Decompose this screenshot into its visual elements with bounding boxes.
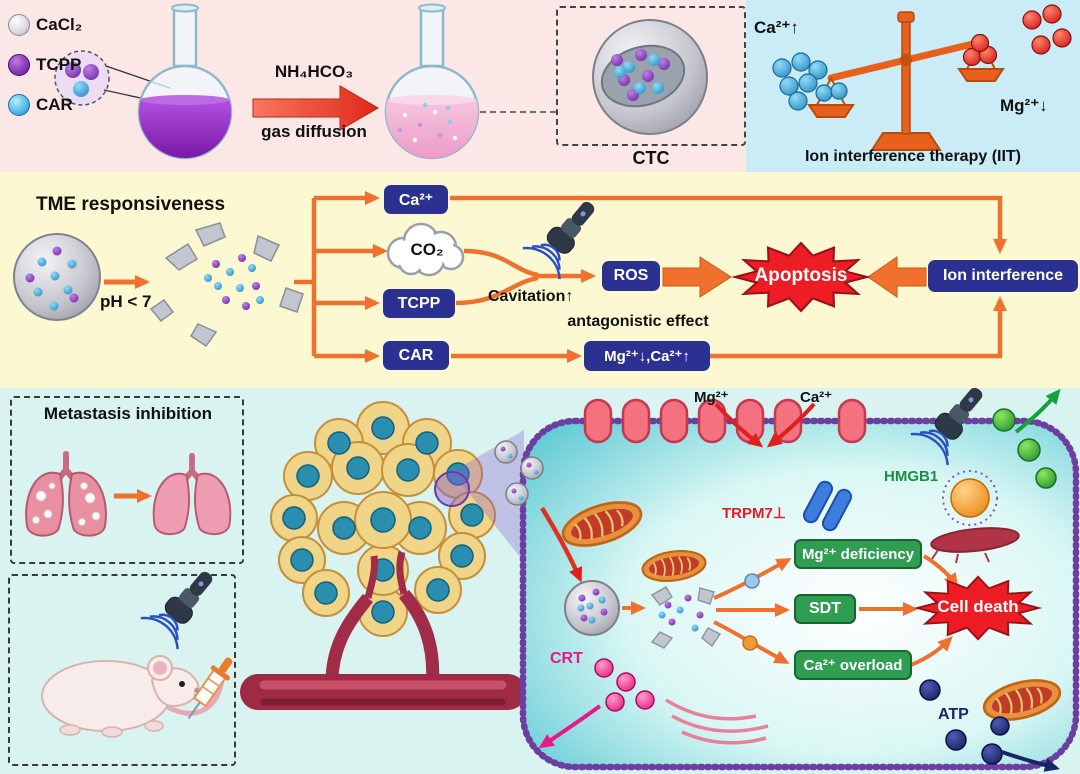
cell-death-label: Cell death	[937, 597, 1019, 616]
atp-label: ATP	[938, 706, 969, 723]
cavitation-label: Cavitation↑	[488, 288, 574, 305]
metastasis-title: Metastasis inhibition	[43, 404, 213, 423]
ion-interference-badge: Ion interference	[928, 260, 1078, 292]
antagonistic-label: antagonistic effect	[567, 313, 709, 330]
process-label: gas diffusion	[261, 122, 367, 141]
tcpp-badge: TCPP	[383, 289, 455, 318]
cell-mg-label: Mg²⁺	[694, 389, 729, 406]
ca-overload-badge: Ca²⁺ overload	[794, 650, 912, 680]
metastasis-box	[10, 396, 244, 564]
iit-ca-label: Ca²⁺↑	[754, 18, 799, 37]
tcpp-dot-icon	[8, 54, 30, 76]
legend-label-tcpp: TCPP	[36, 55, 82, 74]
ctc-label: CTC	[632, 148, 670, 168]
apoptosis-label: Apoptosis	[754, 265, 848, 286]
car-dot-icon	[8, 94, 30, 116]
hmgb1-label: HMGB1	[884, 468, 939, 485]
legend-label-car: CAR	[36, 95, 73, 114]
ca-badge: Ca²⁺	[384, 185, 448, 214]
trpm7-label: TRPM7⊥	[722, 505, 786, 522]
ph-label: pH < 7	[100, 292, 152, 311]
cell-ca-label: Ca²⁺	[800, 389, 833, 406]
mg-ca-badge: Mg²⁺↓,Ca²⁺↑	[584, 341, 710, 371]
mg-deficiency-badge: Mg²⁺ deficiency	[794, 539, 922, 569]
cacl2-dot-icon	[8, 14, 30, 36]
legend-label-cacl2: CaCl₂	[36, 15, 83, 34]
iit-title: Ion interference therapy (IIT)	[804, 148, 1022, 165]
reagent-label: NH₄HCO₃	[274, 62, 354, 81]
co2-label: CO₂	[410, 240, 444, 259]
ros-badge: ROS	[602, 261, 660, 291]
car-badge: CAR	[383, 341, 449, 370]
ctc-product-box	[556, 6, 746, 146]
iit-mg-label: Mg²⁺↓	[1000, 96, 1048, 115]
mouse-box	[8, 574, 236, 766]
tme-title: TME responsiveness	[36, 194, 226, 215]
crt-label: CRT	[550, 650, 583, 667]
sdt-badge: SDT	[794, 594, 856, 624]
